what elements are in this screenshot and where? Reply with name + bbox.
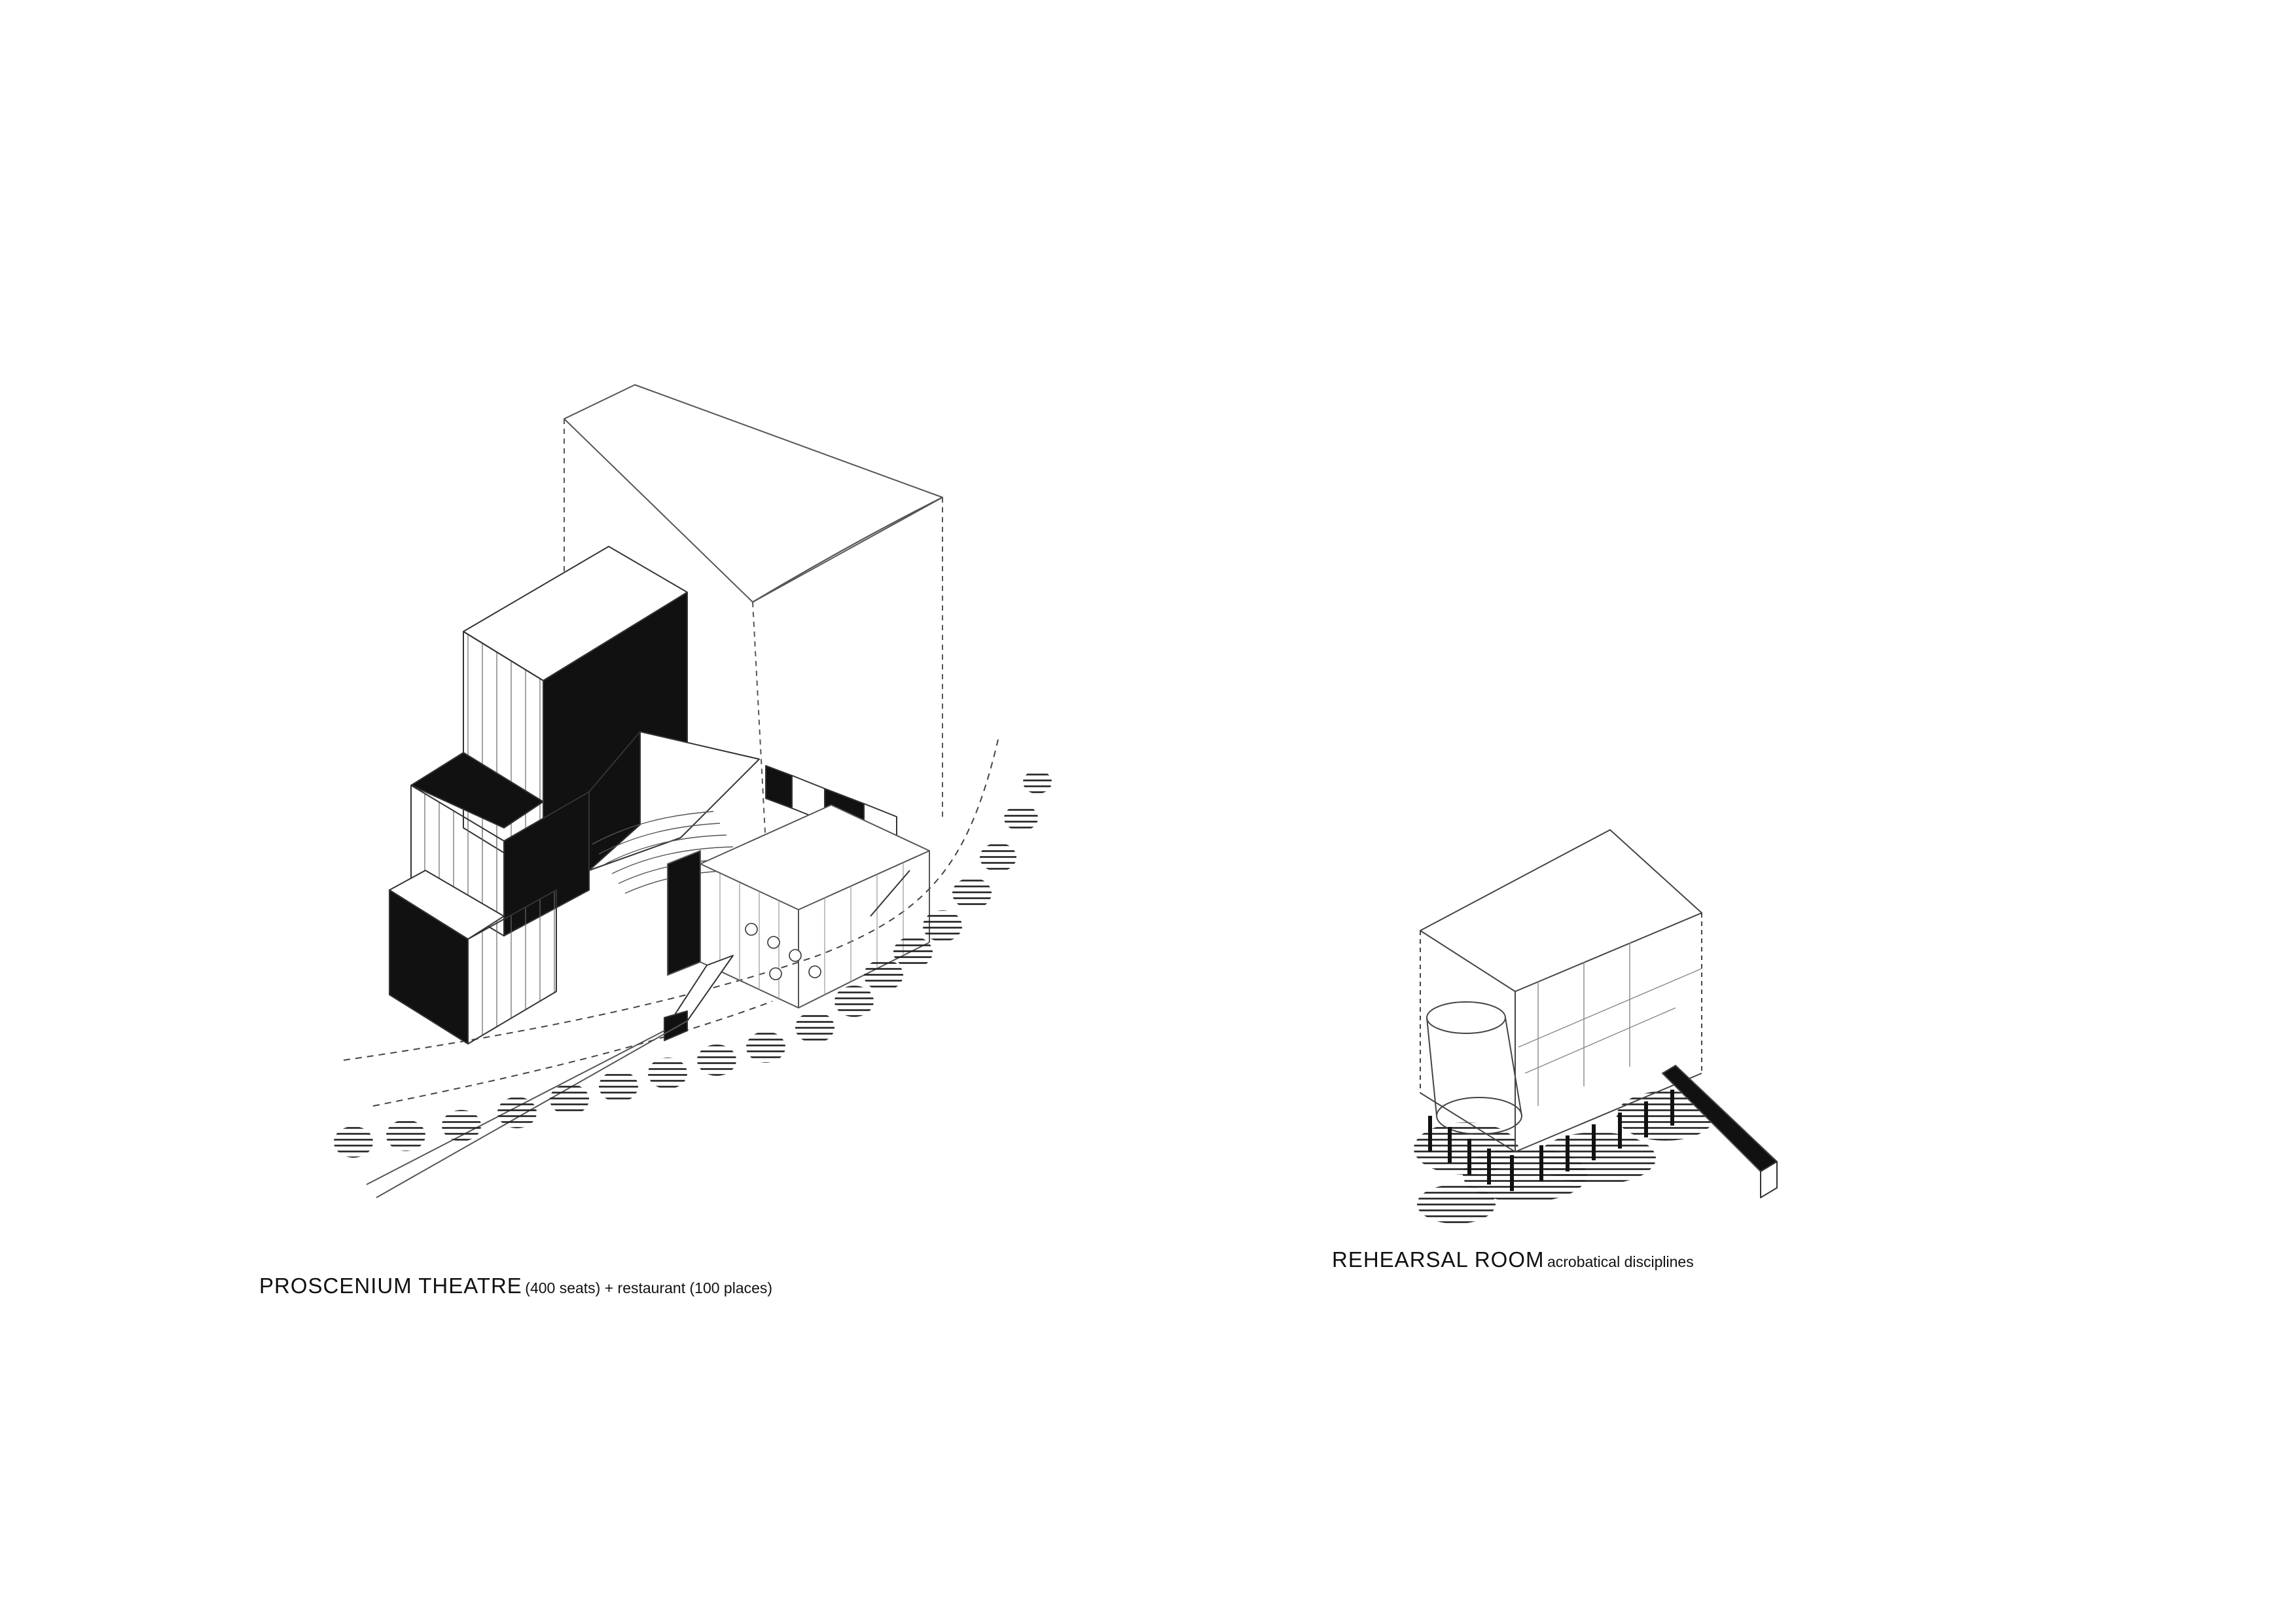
tree-row	[334, 770, 1052, 1158]
pilotis	[1428, 1090, 1674, 1191]
glass-mullions	[719, 863, 904, 999]
theatre-caption: PROSCENIUM THEATRE (400 seats) + restaur…	[259, 1274, 772, 1298]
entrance-ramp	[366, 955, 734, 1198]
ground-contours	[343, 739, 999, 1107]
mid-block	[410, 752, 590, 936]
access-bridge	[1662, 1065, 1778, 1198]
lower-block	[389, 870, 557, 1044]
tall-glass-volume	[564, 384, 943, 845]
aerial-cylinder	[1426, 1001, 1522, 1135]
restaurant-glass-box	[667, 804, 930, 1008]
rehearsal-axonometric	[1414, 829, 1778, 1224]
theatre-subtitle: (400 seats) + restaurant (100 places)	[525, 1279, 773, 1296]
restaurant-lamps	[745, 923, 821, 980]
rehearsal-title: REHEARSAL ROOM	[1332, 1247, 1545, 1272]
theatre-title: PROSCENIUM THEATRE	[259, 1274, 522, 1298]
roof-plate	[1420, 829, 1702, 992]
auditorium	[588, 731, 760, 894]
theatre-axonometric	[334, 384, 1052, 1198]
ground-hatch	[1414, 1091, 1715, 1224]
rehearsal-subtitle: acrobatical disciplines	[1547, 1253, 1694, 1270]
interior-partitions	[1518, 942, 1702, 1106]
rehearsal-caption: REHEARSAL ROOM acrobatical disciplines	[1332, 1247, 1694, 1272]
